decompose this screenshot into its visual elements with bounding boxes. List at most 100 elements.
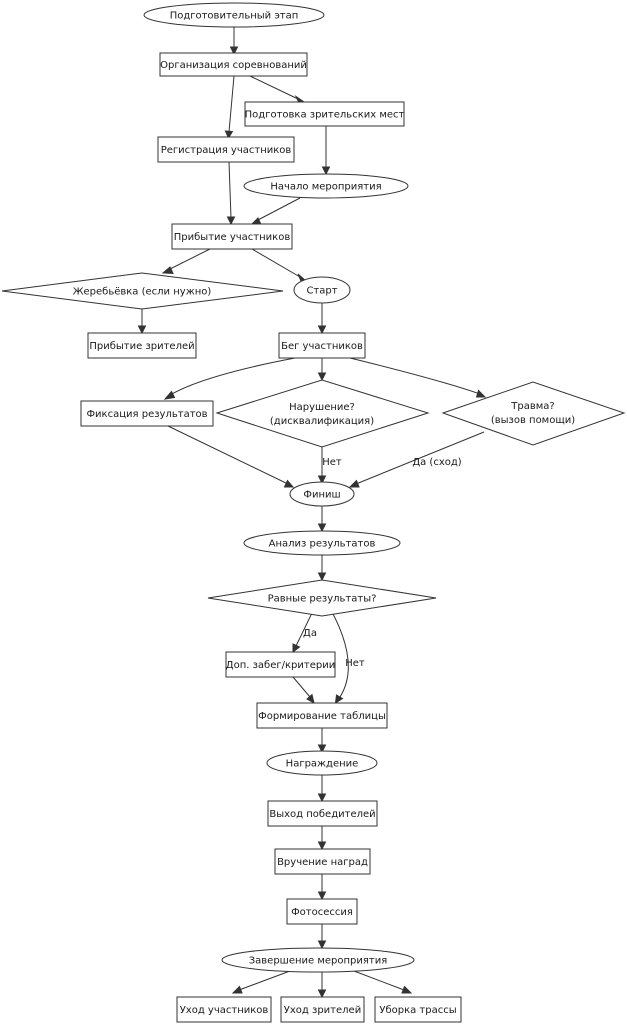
- node-label: Уход участников: [180, 1005, 269, 1016]
- arrowhead: [348, 479, 360, 488]
- node-leave-participants: Уход участников: [176, 996, 272, 1023]
- node-label-line-1: Травма?: [510, 401, 554, 412]
- node-injury: Травма? (вызов помощи): [441, 381, 626, 446]
- edge-fix-finish: [167, 425, 289, 485]
- arrowhead: [475, 389, 487, 398]
- node-label: Фотосессия: [291, 907, 353, 918]
- edge-equal-extra: [295, 612, 313, 647]
- node-table: Формирование таблицы: [256, 702, 388, 729]
- arrowhead: [137, 325, 147, 335]
- edge-label-yes-injury: Да (сход): [412, 457, 461, 468]
- node-label: Доп. забег/критерии: [226, 660, 335, 671]
- edge-labels: Нет Да (сход) Да Нет: [303, 457, 462, 669]
- edge-arrival-draw: [167, 248, 211, 271]
- node-analysis: Анализ результатов: [243, 530, 401, 556]
- node-violation: Нарушение? (дисквалификация): [215, 379, 430, 448]
- arrowhead: [334, 694, 344, 704]
- node-label: Формирование таблицы: [258, 711, 386, 722]
- flowchart-edges: [137, 27, 487, 999]
- node-label: Бег участников: [281, 341, 363, 352]
- edge-extra-table: [292, 676, 311, 698]
- arrowhead: [317, 989, 327, 999]
- edge-reg-arrival: [228, 161, 232, 219]
- node-label: Уборка трассы: [379, 1005, 456, 1016]
- node-start-event: Начало мероприятия: [243, 173, 409, 199]
- edge-run-fix: [169, 357, 296, 396]
- node-fix: Фиксация результатов: [80, 400, 214, 427]
- edge-equal-table: [331, 611, 349, 698]
- edge-org-seats: [249, 75, 299, 100]
- edge-injury-finish: [355, 431, 485, 485]
- node-spectators: Прибытие зрителей: [87, 332, 197, 359]
- node-label: Финиш: [303, 490, 340, 501]
- node-cleanup: Уборка трассы: [374, 996, 462, 1023]
- edge-run-injury: [349, 357, 481, 395]
- arrowhead: [226, 216, 236, 226]
- node-label-line-2: (вызов помощи): [491, 415, 575, 426]
- node-label: Выход победителей: [269, 809, 375, 820]
- edge-startevent-arrival: [255, 197, 301, 222]
- node-label: Старт: [306, 286, 337, 297]
- node-arrival: Прибытие участников: [171, 223, 293, 250]
- node-label: Равные результаты?: [268, 594, 377, 605]
- node-label: Анализ результатов: [269, 539, 376, 550]
- edge-endevent-cleanup: [353, 970, 405, 991]
- node-leave-spectators: Уход зрителей: [280, 996, 365, 1023]
- node-run: Бег участников: [278, 332, 366, 359]
- arrowhead: [229, 46, 239, 56]
- node-seats: Подготовка зрительских мест: [244, 101, 405, 127]
- node-label: Вручение наград: [277, 857, 368, 868]
- arrowhead: [321, 166, 331, 176]
- arrowhead: [317, 793, 327, 803]
- node-org: Организация соревнований: [159, 52, 308, 77]
- node-reg: Регистрация участников: [157, 136, 295, 163]
- node-label: Жеребьёвка (если нужно): [73, 287, 212, 298]
- node-label: Начало мероприятия: [270, 182, 381, 193]
- node-extra: Доп. забег/критерии: [225, 651, 336, 678]
- arrowhead: [283, 479, 295, 488]
- node-label: Прибытие зрителей: [89, 341, 194, 352]
- node-label-line-1: Нарушение?: [289, 402, 355, 413]
- arrowhead: [317, 325, 327, 335]
- arrowhead: [317, 744, 327, 754]
- arrowhead: [231, 985, 243, 994]
- edge-label-yes-equal: Да: [303, 628, 317, 639]
- node-prep: Подготовительный этап: [143, 2, 325, 28]
- node-end-event: Завершение мероприятия: [221, 947, 415, 973]
- arrowhead: [306, 693, 315, 705]
- edge-org-reg: [228, 75, 235, 133]
- node-label: Награждение: [286, 759, 359, 770]
- node-start: Старт: [293, 276, 351, 304]
- arrowhead: [163, 390, 176, 400]
- arrowhead: [401, 985, 413, 994]
- node-label: Организация соревнований: [160, 60, 307, 71]
- node-draw: Жеребьёвка (если нужно): [1, 272, 284, 310]
- arrowhead: [161, 266, 174, 275]
- node-prizes: Вручение наград: [274, 848, 371, 875]
- node-label: Прибытие участников: [174, 232, 291, 243]
- node-equal: Равные результаты?: [207, 579, 437, 617]
- node-label: Подготовка зрительских мест: [245, 110, 405, 121]
- node-label: Регистрация участников: [161, 145, 292, 156]
- arrowhead: [317, 572, 327, 582]
- arrowhead: [317, 841, 327, 851]
- arrowhead: [317, 475, 327, 485]
- arrowhead: [292, 643, 301, 654]
- arrowhead: [317, 940, 327, 950]
- edge-label-no-equal: Нет: [345, 658, 365, 669]
- node-label: Фиксация результатов: [86, 409, 207, 420]
- node-finish: Финиш: [289, 481, 355, 507]
- arrowhead: [224, 130, 234, 140]
- edge-label-no-violation: Нет: [322, 457, 342, 468]
- node-label: Подготовительный этап: [170, 11, 299, 22]
- arrowhead: [317, 891, 327, 901]
- arrowhead: [317, 372, 327, 382]
- node-label: Завершение мероприятия: [249, 956, 388, 967]
- node-label: Уход зрителей: [284, 1005, 361, 1016]
- node-awarding: Награждение: [266, 750, 378, 776]
- node-winners: Выход победителей: [267, 800, 378, 827]
- edge-arrival-start: [251, 248, 301, 278]
- node-label-line-2: (дисквалификация): [270, 416, 374, 427]
